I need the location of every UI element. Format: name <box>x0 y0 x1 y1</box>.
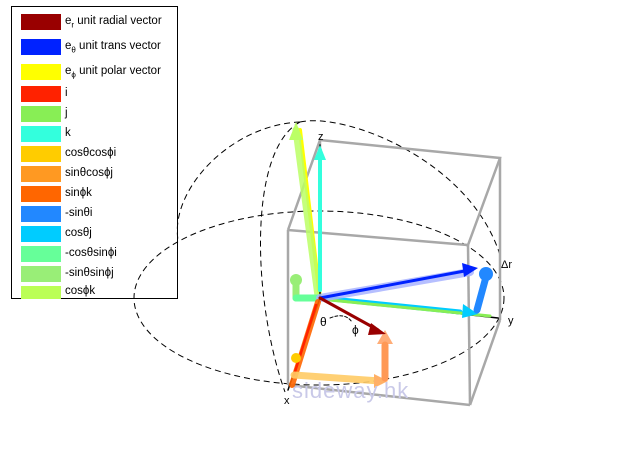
legend-label: -sinθsinϕj <box>65 267 114 279</box>
legend-item: cosϕk <box>12 284 177 299</box>
theta-label: θ <box>320 315 327 329</box>
x-axis-label: x <box>284 395 290 407</box>
legend: er unit radial vector eθ unit trans vect… <box>11 6 178 299</box>
costheta-cosphi-i-vector <box>290 371 384 385</box>
z-axis-label: z <box>318 131 324 143</box>
legend-item: eϕ unit polar vector <box>12 62 177 82</box>
e-theta-arrowhead <box>462 263 478 277</box>
legend-label: sinθcosϕj <box>65 167 113 179</box>
e-r-vector <box>318 296 380 332</box>
legend-swatch <box>21 186 61 202</box>
legend-item: j <box>12 104 177 124</box>
costheta-cosphi-i-arrowhead <box>374 374 388 388</box>
legend-swatch <box>21 86 61 102</box>
legend-label: eθ unit trans vector <box>65 40 161 55</box>
delta-r-label: Δr <box>501 259 512 271</box>
legend-swatch <box>21 286 61 299</box>
legend-swatch <box>21 64 61 80</box>
component-vectors <box>287 122 499 391</box>
legend-label: sinϕk <box>65 187 92 199</box>
legend-item: -cosθsinϕi <box>12 244 177 264</box>
legend-swatch <box>21 226 61 242</box>
cosphi-k-arrowhead <box>289 122 303 140</box>
legend-item: sinθcosϕj <box>12 164 177 184</box>
legend-label: -sinθi <box>65 207 93 219</box>
k-arrowhead <box>314 145 326 160</box>
legend-item: cosθj <box>12 224 177 244</box>
legend-label: k <box>65 127 71 139</box>
cosphi-k-vector <box>292 126 322 300</box>
costheta-j-arrowhead <box>462 304 478 318</box>
legend-label: j <box>65 107 68 119</box>
legend-item: i <box>12 84 177 104</box>
legend-item: eθ unit trans vector <box>12 37 177 57</box>
y-axis-label: y <box>508 315 514 327</box>
legend-swatch <box>21 146 61 162</box>
e-r-arrowhead <box>368 323 386 335</box>
legend-swatch <box>21 39 61 55</box>
phi-label: ϕ <box>352 323 359 337</box>
meridian-arc-left <box>260 121 301 393</box>
sphere-arc-back <box>176 121 301 241</box>
legend-item: er unit radial vector <box>12 12 177 32</box>
phi-angle-arc <box>329 315 353 323</box>
legend-swatch <box>21 106 61 122</box>
legend-item: -sinθsinϕj <box>12 264 177 284</box>
legend-item: cosθcosϕi <box>12 144 177 164</box>
legend-item: sinϕk <box>12 184 177 204</box>
legend-label: cosθj <box>65 227 92 239</box>
i-vector <box>292 303 318 377</box>
legend-item: -sinθi <box>12 204 177 224</box>
legend-swatch <box>21 206 61 222</box>
legend-swatch <box>21 246 61 262</box>
point-marker <box>290 274 302 286</box>
e-theta-vector <box>318 268 472 300</box>
legend-label: cosθcosϕi <box>65 147 117 159</box>
legend-label: er unit radial vector <box>65 15 162 30</box>
legend-label: i <box>65 87 68 99</box>
legend-swatch <box>21 166 61 182</box>
legend-item: k <box>12 124 177 144</box>
sintheta-cosphi-j-arrowhead <box>377 330 393 344</box>
point-marker <box>479 267 493 281</box>
legend-swatch <box>21 126 61 142</box>
legend-label: eϕ unit polar vector <box>65 65 161 80</box>
minus-sintheta-i-vector <box>473 273 490 314</box>
legend-label: cosϕk <box>65 285 96 297</box>
watermark: sideway.hk <box>292 378 410 403</box>
legend-swatch <box>21 14 61 30</box>
point-marker <box>291 353 301 363</box>
legend-label: -cosθsinϕi <box>65 247 117 259</box>
legend-swatch <box>21 266 61 282</box>
